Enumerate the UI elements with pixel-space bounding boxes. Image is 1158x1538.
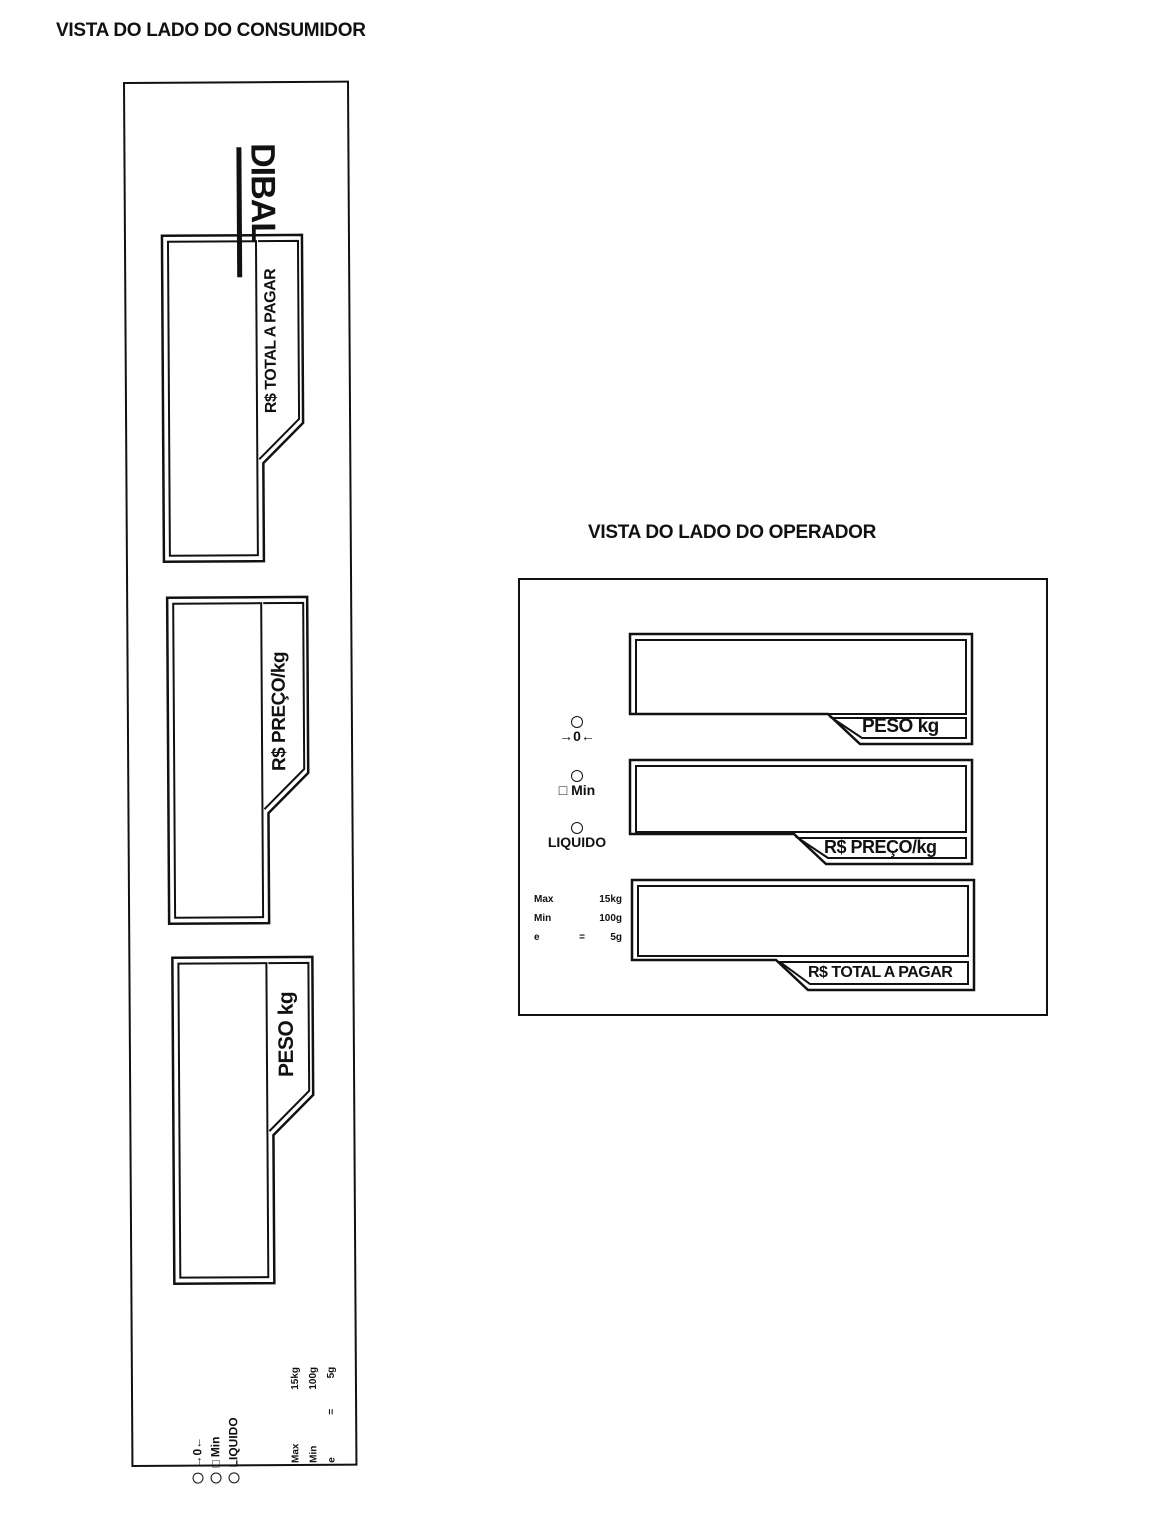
tare-indicator-icon: □ [558,782,568,798]
consumer-display-total-label: R$ TOTAL A PAGAR [262,268,281,414]
operator-display-price-label: R$ PREÇO/kg [824,837,937,857]
indicator-tare: □ Min [542,770,612,798]
indicator-lamp-icon [227,1472,240,1484]
indicator-label: Min [208,1436,223,1458]
indicator-zero: →0← [188,1354,207,1484]
indicator-zero: →0← [542,716,612,744]
zero-indicator-icon: →0← [559,728,595,744]
indicator-lamp-icon [209,1472,222,1484]
operator-view-heading: VISTA DO LADO DO OPERADOR [588,522,877,543]
consumer-side-panel: DIBAL R$ TOTAL A PAGAR R$ PREÇO/kg PESO … [123,80,358,1484]
consumer-display-weight-label: PESO kg [274,991,299,1078]
consumer-display-price-label: R$ PREÇO/kg [268,651,291,772]
spec-row: e=5g [325,1366,337,1463]
indicator-label: LIQUIDO [226,1417,241,1468]
zero-indicator-icon: →0← [190,1436,205,1468]
indicator-lamp-icon [571,716,583,728]
indicator-lamp-icon [191,1472,204,1484]
indicator-lamp-icon [571,822,583,834]
operator-display-weight-label: PESO kg [862,716,939,737]
indicator-tare: □ Min [206,1353,225,1484]
indicator-net: LIQUIDO [224,1353,243,1484]
spec-row: e=5g [534,932,622,943]
indicator-label: LIQUIDO [547,834,607,850]
operator-display-total-label: R$ TOTAL A PAGAR [808,964,953,981]
consumer-view-heading: VISTA DO LADO DO CONSUMIDOR [56,20,366,41]
indicator-lamp-icon [571,770,583,782]
tare-indicator-icon: □ [208,1460,223,1468]
consumer-indicator-lights: →0← □ Min LIQUIDO [188,1353,245,1484]
indicator-net: LIQUIDO [536,822,618,850]
indicator-label: Min [571,782,596,798]
